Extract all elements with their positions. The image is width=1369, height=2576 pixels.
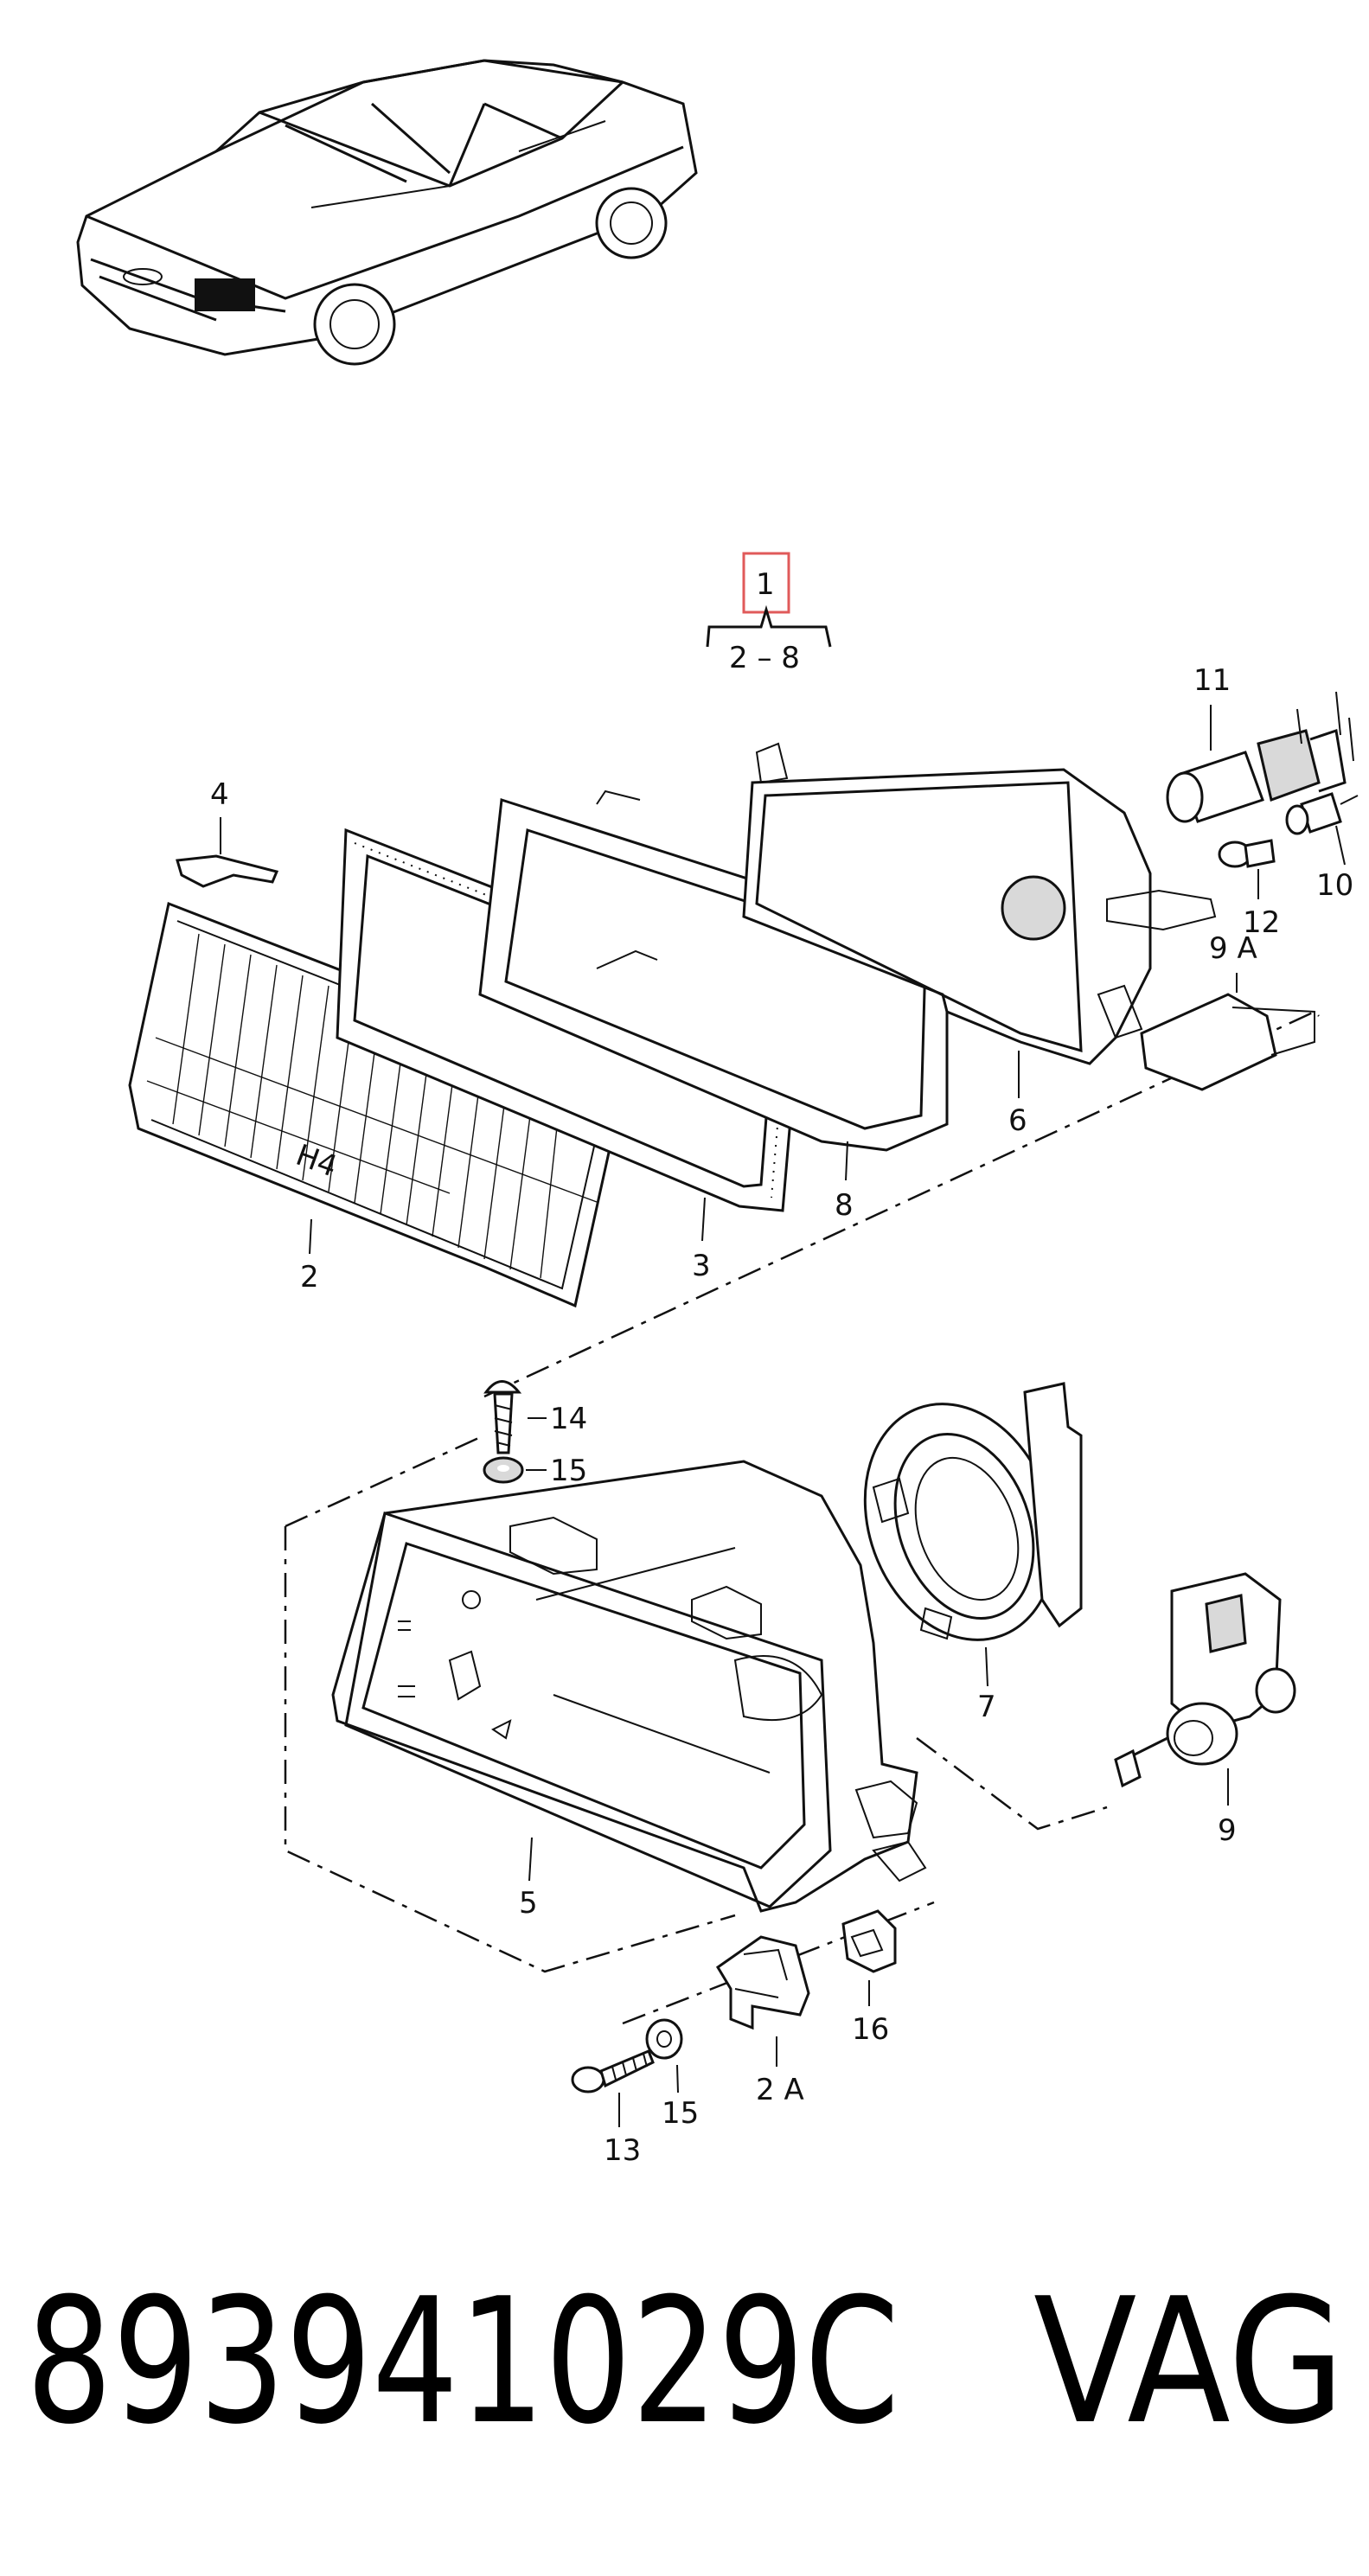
part-12-bulb: 12 bbox=[1218, 839, 1280, 940]
brand-name: VAG bbox=[1033, 2261, 1345, 2463]
part-7-retaining-ring: 7 bbox=[863, 1382, 1083, 1724]
part-15-washer-lower: 15 bbox=[645, 2018, 699, 2131]
part-14-screw: 14 bbox=[483, 1380, 587, 1454]
callout-15-upper: 15 bbox=[550, 1454, 587, 1488]
callout-3: 3 bbox=[692, 1249, 711, 1283]
assembly-callout: 1 2 – 8 bbox=[706, 552, 832, 675]
footer: 893941029C VAG bbox=[26, 2261, 1345, 2463]
callout-6: 6 bbox=[1008, 1103, 1027, 1138]
part-11-bulb: 11 bbox=[1166, 663, 1354, 823]
car-illustration bbox=[76, 59, 698, 366]
callout-2: 2 bbox=[300, 1260, 319, 1294]
assembly-range: 2 – 8 bbox=[729, 641, 800, 675]
callout-2a: 2 A bbox=[756, 2073, 804, 2107]
part-6-reflector: 6 bbox=[742, 742, 1217, 1138]
callout-14: 14 bbox=[550, 1402, 587, 1436]
assembly-number: 1 bbox=[756, 567, 775, 602]
callout-5: 5 bbox=[519, 1886, 538, 1921]
part-5-housing: 5 bbox=[331, 1460, 927, 1921]
part-4-clip: 4 bbox=[176, 777, 279, 888]
part-16-clip: 16 bbox=[841, 1909, 897, 2047]
part-15-washer-upper: 15 bbox=[483, 1454, 587, 1488]
callout-13: 13 bbox=[604, 2133, 641, 2168]
part-9a-connector: 9 A bbox=[1140, 931, 1315, 1091]
part-10-bulb: 10 bbox=[1285, 792, 1359, 903]
callout-10: 10 bbox=[1316, 868, 1353, 903]
callout-9: 9 bbox=[1218, 1813, 1237, 1848]
callout-15-lower: 15 bbox=[662, 2096, 699, 2131]
callout-11: 11 bbox=[1193, 663, 1231, 698]
callout-8: 8 bbox=[835, 1188, 854, 1223]
callout-16: 16 bbox=[852, 2012, 889, 2047]
callout-9a: 9 A bbox=[1209, 931, 1257, 966]
part-2a-bracket: 2 A bbox=[715, 1935, 810, 2107]
callout-4: 4 bbox=[210, 777, 229, 812]
callout-12: 12 bbox=[1243, 905, 1280, 940]
callout-7: 7 bbox=[977, 1690, 996, 1724]
part-9-adjuster: 9 bbox=[1114, 1572, 1296, 1848]
part-13-screw: 13 bbox=[571, 2049, 655, 2168]
part-number: 893941029C bbox=[26, 2261, 899, 2463]
